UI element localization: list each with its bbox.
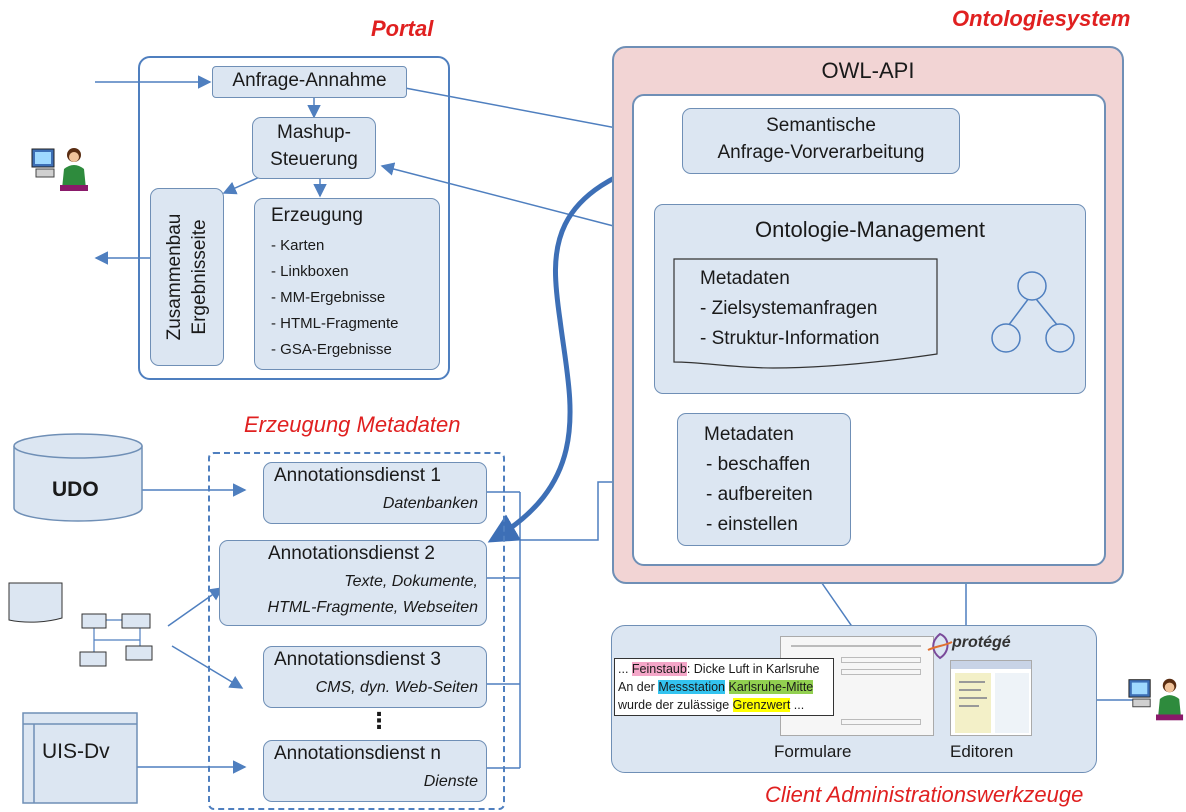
list-item: - Karten	[271, 237, 325, 254]
client-title: Client Administrationswerkzeuge	[765, 782, 1084, 807]
annotationsdienst-desc: Texte, Dokumente,	[344, 573, 478, 590]
metadaten-doc-item: - Zielsystemanfragen	[700, 298, 878, 319]
semantische-line2: Anfrage-Vorverarbeitung	[717, 142, 925, 163]
udo-label: UDO	[52, 478, 99, 501]
owl-api-label: OWL-API	[821, 58, 915, 83]
database-icon	[13, 433, 143, 522]
editoren-label: Editoren	[950, 742, 1014, 761]
anfrage-annahme-label: Anfrage-Annahme	[232, 70, 387, 91]
annotationsdienst-desc: Dienste	[423, 773, 478, 790]
window-icon	[22, 712, 138, 804]
metadaten-box-item: - einstellen	[706, 514, 798, 535]
uis-label: UIS-Dv	[42, 740, 110, 763]
annotationsdienst-n-box: Annotationsdienst n Dienste	[263, 740, 487, 802]
metadaten-doc-title: Metadaten	[700, 268, 790, 289]
list-item: - Linkboxen	[271, 263, 349, 280]
metadaten-box-item: - aufbereiten	[706, 484, 813, 505]
highlight-feinstaub: Feinstaub	[631, 662, 687, 676]
highlight-grenzwert: Grenzwert	[732, 698, 791, 712]
list-item: - GSA-Ergebnisse	[271, 341, 392, 358]
annotationsdienst-3-box: Annotationsdienst 3 CMS, dyn. Web-Seiten	[263, 646, 487, 708]
annotationsdienst-desc: Datenbanken	[382, 495, 478, 512]
annotationsdienst-desc: CMS, dyn. Web-Seiten	[315, 679, 478, 696]
list-item: - MM-Ergebnisse	[271, 289, 386, 306]
highlight-messstation: Messstation	[658, 680, 726, 694]
ontologiesystem-title: Ontologiesystem	[952, 6, 1131, 31]
protege-label: protégé	[952, 634, 1011, 651]
ellipsis-vertical: ⋮	[368, 708, 390, 733]
user-at-computer-icon	[1128, 678, 1184, 721]
protege-logo-icon	[927, 632, 953, 660]
annotationsdienst-name: Annotationsdienst 1	[274, 465, 441, 486]
mashup-label-line2: Steuerung	[270, 149, 358, 170]
text-snippet: ... Feinstaub: Dicke Luft in Karlsruhe A…	[614, 658, 834, 716]
portal-container	[138, 56, 450, 380]
tree-icon	[991, 271, 1075, 353]
erzeugung-list: - Karten - Linkboxen - MM-Ergebnisse - H…	[271, 233, 399, 363]
annotationsdienst-name: Annotationsdienst 2	[268, 543, 435, 564]
semantische-box: Semantische Anfrage-Vorverarbeitung	[682, 108, 960, 174]
erzeugung-title: Erzeugung	[271, 205, 363, 226]
metadaten-document-shape	[673, 258, 938, 369]
list-item: - HTML-Fragmente	[271, 315, 399, 332]
erzeugung-metadaten-title: Erzeugung Metadaten	[244, 412, 461, 437]
anfrage-annahme-box: Anfrage-Annahme	[212, 66, 407, 98]
metadaten-doc-item: - Struktur-Information	[700, 328, 880, 349]
annotationsdienst-name: Annotationsdienst 3	[274, 649, 441, 670]
annotationsdienst-name: Annotationsdienst n	[274, 743, 441, 764]
mashup-label-line1: Mashup-	[277, 122, 351, 143]
highlight-karlsruhe-mitte: Karlsruhe-Mitte	[728, 680, 814, 694]
mashup-box: Mashup- Steuerung	[252, 117, 376, 179]
document-icon	[8, 582, 63, 623]
zusammenbau-label: Zusammenbau Ergebnisseite	[164, 213, 210, 341]
metadaten-box-title: Metadaten	[704, 424, 794, 445]
metadaten-box-item: - beschaffen	[706, 454, 811, 475]
ontologie-management-label: Ontologie-Management	[755, 217, 985, 242]
erzeugung-metadaten-container	[208, 452, 505, 810]
annotationsdienst-2-box: Annotationsdienst 2 Texte, Dokumente, HT…	[219, 540, 487, 626]
curved-double-arrow	[487, 134, 705, 543]
formulare-label: Formulare	[774, 742, 852, 761]
metadaten-box: Metadaten - beschaffen - aufbereiten - e…	[677, 413, 851, 546]
editoren-screenshot	[950, 660, 1032, 736]
zusammenbau-box: Zusammenbau Ergebnisseite	[150, 188, 224, 366]
semantische-line1: Semantische	[766, 115, 876, 136]
network-icon	[79, 613, 153, 667]
annotationsdienst-1-box: Annotationsdienst 1 Datenbanken	[263, 462, 487, 524]
portal-title: Portal	[371, 16, 434, 41]
annotationsdienst-desc: HTML-Fragmente, Webseiten	[267, 599, 478, 616]
user-at-computer-icon	[31, 148, 88, 191]
erzeugung-box: Erzeugung - Karten - Linkboxen - MM-Erge…	[254, 198, 440, 370]
